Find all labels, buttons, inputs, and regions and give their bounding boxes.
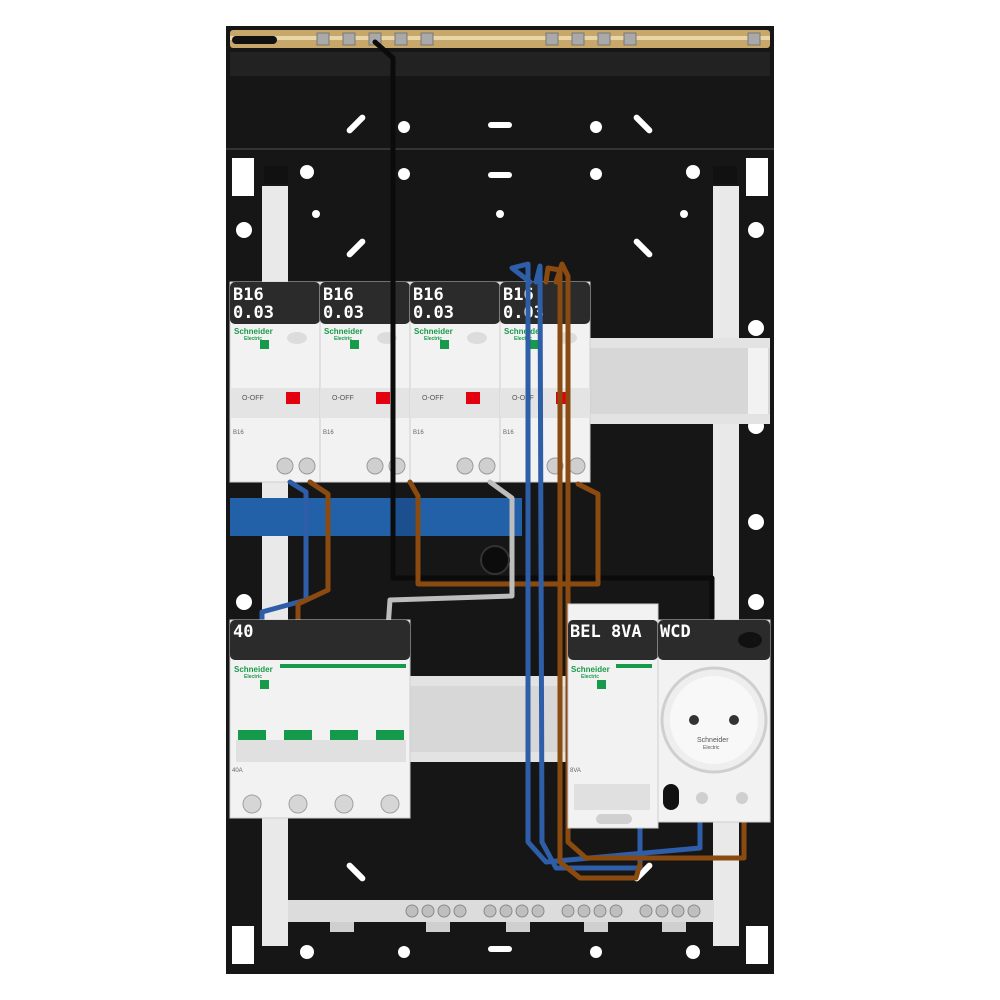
home-icon — [597, 680, 606, 689]
screw-terminal-icon[interactable] — [276, 457, 294, 475]
wiring — [259, 39, 747, 881]
ground-symbol-icon[interactable] — [483, 904, 497, 918]
rcbo-2-curve: B16 — [323, 430, 334, 436]
rcbo-3-brand: Schneider — [414, 327, 453, 336]
rcbo-2-toggle[interactable] — [376, 392, 390, 404]
bell-transformer-rating: 8VA — [570, 768, 581, 774]
rcbo-2-brand-sub: Electric — [334, 336, 352, 342]
wall-socket-brand-sub: Electric — [703, 745, 720, 751]
main-switch-brand: Schneider — [234, 665, 273, 674]
rcbo-2[interactable]: B16 0.03 Schneider Electric O-OFF B16 — [319, 281, 411, 483]
wall-socket-brand: Schneider — [697, 737, 729, 744]
rcbo-1-curve: B16 — [233, 430, 244, 436]
rcbo-1[interactable]: B16 0.03 Schneider Electric O-OFF B16 — [229, 281, 321, 483]
ground-symbol-icon[interactable] — [561, 904, 575, 918]
bell-transformer-brand-sub: Electric — [581, 674, 599, 680]
wall-socket-label: WCD — [660, 622, 691, 642]
screw-terminal-icon[interactable] — [242, 794, 262, 814]
home-icon — [350, 340, 359, 349]
rcbo-4-status: O-OFF — [512, 395, 534, 402]
screw-terminal-icon[interactable] — [288, 794, 308, 814]
rcbo-3-brand-sub: Electric — [424, 336, 442, 342]
ground-symbol-icon[interactable] — [453, 904, 467, 918]
status-bar — [280, 664, 406, 668]
home-icon — [260, 340, 269, 349]
screw-terminal-icon[interactable] — [696, 792, 708, 804]
screw-terminal-icon[interactable] — [736, 792, 748, 804]
neutral-busbar — [230, 498, 522, 536]
ground-symbol-icon[interactable] — [437, 904, 451, 918]
home-icon — [440, 340, 449, 349]
main-switch[interactable]: 40 Schneider Electric 40A — [229, 619, 411, 819]
main-switch-rating: 40A — [232, 768, 243, 774]
rcbo-3[interactable]: B16 0.03 Schneider Electric O-OFF B16 — [409, 281, 501, 483]
cable-gland — [480, 545, 510, 575]
rcbo-3-status: O-OFF — [422, 395, 444, 402]
rcbo-4-brand-sub: Electric — [514, 336, 532, 342]
ground-symbol-icon[interactable] — [655, 904, 669, 918]
main-switch-brand-sub: Electric — [244, 674, 262, 680]
terminal-strip — [288, 900, 714, 932]
home-icon — [530, 340, 539, 349]
socket-cover — [738, 632, 762, 648]
screw-terminal-icon[interactable] — [456, 457, 474, 475]
ground-symbol-icon[interactable] — [515, 904, 529, 918]
rcbo-2-status: O-OFF — [332, 395, 354, 402]
test-button[interactable] — [287, 332, 307, 344]
screw-terminal-icon[interactable] — [366, 457, 384, 475]
rcbo-1-toggle[interactable] — [286, 392, 300, 404]
screw-terminal-icon[interactable] — [568, 457, 586, 475]
screw-terminal-icon[interactable] — [478, 457, 496, 475]
din-rails — [410, 338, 770, 762]
rcbo-1-brand: Schneider — [234, 327, 273, 336]
ground-symbol-icon[interactable] — [405, 904, 419, 918]
screw-terminal-icon[interactable] — [298, 457, 316, 475]
rcbo-3-toggle[interactable] — [466, 392, 480, 404]
rcbo-3-curve: B16 — [413, 430, 424, 436]
socket-pin-hole — [689, 715, 699, 725]
rcbo-1-rating: B16 — [233, 285, 264, 305]
home-icon — [260, 680, 269, 689]
wall-socket[interactable]: WCD Schneider Electric — [657, 619, 771, 823]
socket-pin-hole — [729, 715, 739, 725]
ground-symbol-icon[interactable] — [577, 904, 591, 918]
rcbo-1-status: O-OFF — [242, 395, 264, 402]
bell-transformer-label: BEL 8VA — [570, 622, 642, 642]
ground-symbol-icon[interactable] — [421, 904, 435, 918]
ground-symbol-icon[interactable] — [531, 904, 545, 918]
rcbo-4-curve: B16 — [503, 430, 514, 436]
main-switch-toggles[interactable] — [238, 730, 404, 740]
rcbo-4-sensitivity: 0.03 — [503, 303, 544, 323]
screw-terminal-icon[interactable] — [334, 794, 354, 814]
rcbo-2-sensitivity: 0.03 — [323, 303, 364, 323]
ground-symbol-icon[interactable] — [593, 904, 607, 918]
rcbo-3-rating: B16 — [413, 285, 444, 305]
top-busbar — [230, 30, 770, 48]
rcbo-4-brand: Schneider — [504, 327, 543, 336]
ground-symbol-icon[interactable] — [639, 904, 653, 918]
ground-symbol-icon[interactable] — [499, 904, 513, 918]
main-switch-label: 40 — [233, 622, 253, 642]
ground-symbol-icon[interactable] — [671, 904, 685, 918]
ground-symbol-icon[interactable] — [609, 904, 623, 918]
rcbo-2-rating: B16 — [323, 285, 354, 305]
rcbo-3-sensitivity: 0.03 — [413, 303, 454, 323]
rcbo-2-brand: Schneider — [324, 327, 363, 336]
rcbo-1-brand-sub: Electric — [244, 336, 262, 342]
screw-terminal-icon[interactable] — [596, 814, 632, 824]
screw-terminal-icon[interactable] — [380, 794, 400, 814]
status-bar — [616, 664, 652, 668]
bell-transformer[interactable]: BEL 8VA Schneider Electric 8VA — [567, 603, 659, 829]
rcbo-4[interactable]: B16 0.03 Schneider Electric O-OFF B16 — [499, 281, 591, 483]
mounting-holes — [300, 114, 700, 959]
ground-symbol-icon[interactable] — [687, 904, 701, 918]
rcbo-1-sensitivity: 0.03 — [233, 303, 274, 323]
socket-indicator — [663, 784, 679, 810]
rcbo-group: B16 0.03 Schneider Electric O-OFF B16 B1… — [229, 281, 591, 483]
bell-transformer-brand: Schneider — [571, 665, 610, 674]
test-button[interactable] — [467, 332, 487, 344]
